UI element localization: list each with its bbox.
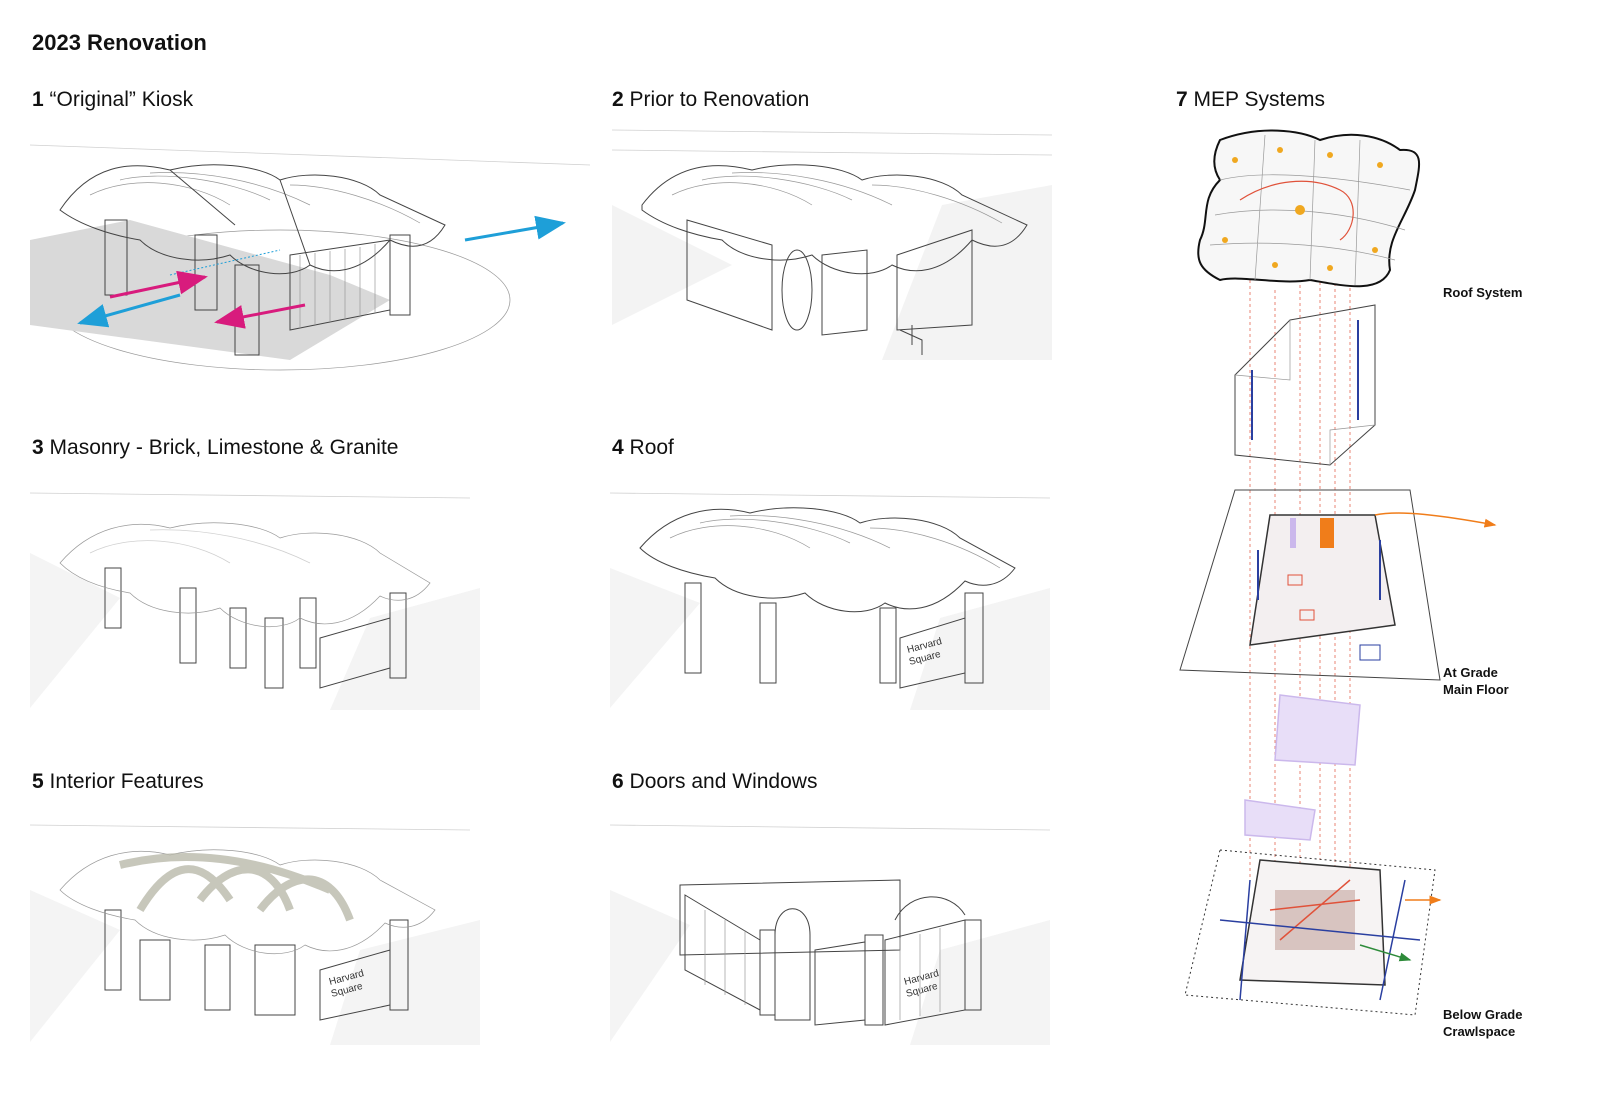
panel-3-title: 3 Masonry - Brick, Limestone & Granite	[32, 436, 398, 460]
mep-label-below-line1: Below Grade	[1443, 1007, 1523, 1022]
arrow-left-icon	[214, 303, 306, 329]
panel-3-drawing	[29, 492, 480, 710]
context-line	[29, 144, 591, 166]
arrow-right-icon	[1359, 944, 1412, 962]
mep-upper-frame	[1234, 304, 1376, 466]
glazing	[289, 239, 391, 331]
panel-2-number: 2	[612, 88, 624, 111]
panel-1-label: “Original” Kiosk	[49, 88, 194, 111]
arrow-right-icon	[464, 215, 566, 242]
door	[814, 941, 866, 1026]
pier	[389, 234, 411, 316]
panel-1-number: 1	[32, 88, 44, 111]
arrow-left-icon	[77, 293, 181, 328]
window	[684, 894, 761, 1011]
panel-7-number: 7	[1176, 88, 1188, 111]
vaulted-roof	[59, 164, 446, 275]
panel-4-drawing: Harvard Square	[609, 492, 1051, 710]
page-title: 2023 Renovation	[32, 30, 207, 55]
vaulted-roof	[641, 164, 1028, 275]
panel-1-drawing	[29, 144, 591, 371]
upper-glazing	[679, 879, 901, 956]
masonry-wall	[319, 617, 391, 689]
panel-6-number: 6	[612, 770, 624, 793]
panel-6-drawing: Harvard Square	[609, 824, 1051, 1045]
interior-finish	[139, 939, 296, 1016]
panel-2-drawing	[611, 129, 1053, 360]
shadow-area	[30, 220, 390, 360]
panel-3-number: 3	[32, 436, 44, 459]
infill-panel	[821, 249, 868, 336]
panel-5-label: Interior Features	[49, 770, 204, 793]
arched-door	[774, 908, 811, 1021]
mep-label-below-line2: Crawlspace	[1443, 1024, 1516, 1039]
mep-crawlspace	[1184, 849, 1442, 1016]
ghost-roof	[59, 522, 431, 628]
panel-4-label: Roof	[629, 436, 674, 459]
panel-4-title: 4 Roof	[612, 436, 674, 460]
mep-purple-elements	[1244, 694, 1361, 841]
panel-5-number: 5	[32, 770, 44, 793]
infill-panel	[896, 229, 973, 331]
panel-6-label: Doors and Windows	[629, 770, 818, 793]
panel-7-title: 7 MEP Systems	[1176, 88, 1325, 112]
mep-roof-system	[1197, 129, 1421, 288]
panel-7-label: MEP Systems	[1193, 88, 1326, 111]
panel-5-title: 5 Interior Features	[32, 770, 204, 794]
mep-label-roof: Roof System	[1443, 284, 1522, 301]
panel-7-drawing	[1179, 129, 1497, 1016]
arrow-right-icon	[1374, 512, 1497, 528]
roof-highlight	[639, 507, 1016, 613]
panel-3-label: Masonry - Brick, Limestone & Granite	[49, 436, 399, 459]
panel-5-drawing: Harvard Square	[29, 824, 480, 1045]
panel-4-number: 4	[612, 436, 624, 459]
interior-beams	[119, 853, 354, 922]
mep-main-floor	[1179, 489, 1497, 681]
mep-label-grade-line1: At Grade	[1443, 665, 1498, 680]
mep-label-grade-line2: Main Floor	[1443, 682, 1509, 697]
panel-2-label: Prior to Renovation	[629, 88, 810, 111]
panel-2-title: 2 Prior to Renovation	[612, 88, 809, 112]
round-kiosk	[781, 249, 813, 331]
arrow-right-icon	[109, 270, 208, 299]
panel-1-title: 1 “Original” Kiosk	[32, 88, 193, 112]
panel-6-title: 6 Doors and Windows	[612, 770, 817, 794]
infill-panel	[686, 219, 773, 331]
mep-label-roof-text: Roof System	[1443, 285, 1523, 300]
